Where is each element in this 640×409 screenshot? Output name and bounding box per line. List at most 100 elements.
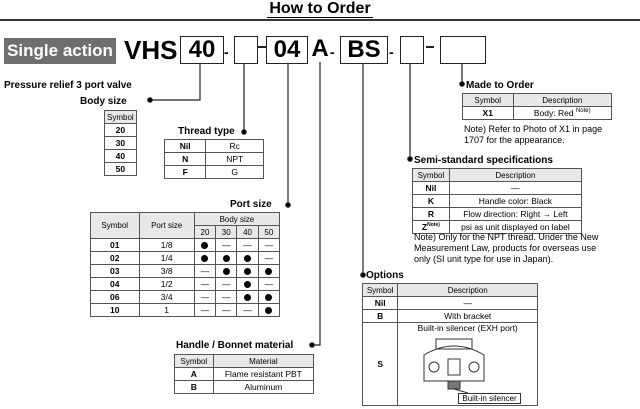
table-cell: Aluminum [212, 380, 315, 394]
table-cell: 01 [90, 238, 140, 252]
column-header: Symbol [462, 93, 514, 107]
table-cell: Body: Red Note) [512, 106, 613, 120]
series-badge: Single action [4, 38, 116, 64]
table-cell: — [257, 277, 281, 291]
column-header: Symbol [412, 168, 450, 182]
table-cell: — [215, 238, 238, 252]
table-cell [236, 251, 259, 265]
handle-material-label: Handle / Bonnet material [176, 340, 294, 351]
table-cell: — [236, 303, 259, 317]
table-cell: — [215, 290, 238, 304]
table-cell: B [174, 380, 214, 394]
table-cell: A [174, 367, 214, 381]
silencer-callout: Built-in silencer [458, 393, 521, 404]
filled-circle-icon [201, 255, 209, 263]
filled-circle-icon [244, 255, 252, 263]
table-cell: 3/4 [138, 290, 195, 304]
cell-text: Body: Red [533, 108, 574, 118]
cell-text: Built-in silencer (EXH port) [417, 323, 518, 333]
separator-line [258, 46, 266, 48]
silencer-diagram-icon [423, 338, 485, 394]
table-cell: NPT [205, 152, 264, 166]
filled-circle-icon [222, 255, 230, 263]
table-cell [236, 264, 259, 278]
table-cell: 40 [104, 149, 137, 163]
table-cell: Flame resistant PBT [212, 367, 315, 381]
table-cell: 06 [90, 290, 140, 304]
table-cell [193, 251, 217, 265]
thread-type-label: Thread type [178, 126, 235, 137]
table-cell: R [412, 207, 450, 221]
option-box: A [311, 35, 329, 62]
semi-standard-note: Note) Only for the NPT thread. Under the… [414, 232, 599, 264]
note-marker: Note) [575, 108, 591, 115]
table-cell [257, 290, 281, 304]
page-title: How to Order [267, 0, 373, 18]
valve-description: Pressure relief 3 port valve [4, 80, 132, 91]
table-cell: 02 [90, 251, 140, 265]
table-cell: 1/4 [138, 251, 195, 265]
table-cell: — [236, 238, 259, 252]
filled-circle-icon [265, 307, 273, 315]
table-cell: 03 [90, 264, 140, 278]
table-cell: psi as unit displayed on label [448, 220, 583, 234]
column-header: 50 [257, 225, 281, 239]
semi-standard-label: Semi-standard specifications [414, 155, 553, 166]
table-cell: 20 [104, 123, 137, 137]
table-cell: Handle color: Black [448, 194, 583, 208]
column-header: 40 [236, 225, 259, 239]
table-cell: K [412, 194, 450, 208]
table-cell: — [193, 277, 217, 291]
table-cell: — [257, 238, 281, 252]
filled-circle-icon [244, 281, 252, 289]
table-cell: — [215, 303, 238, 317]
table-cell: Nil [412, 181, 450, 195]
column-header: Description [448, 168, 583, 182]
thread-type-box [234, 36, 258, 64]
table-cell: Rc [205, 139, 264, 153]
table-cell [193, 238, 217, 252]
body-size-box: 40 [180, 36, 224, 64]
title-rule [0, 19, 640, 21]
options-label: Options [366, 270, 404, 281]
table-cell: 10 [90, 303, 140, 317]
body-size-label: Body size [80, 96, 127, 107]
model-prefix: VHS [124, 35, 178, 65]
table-cell [215, 264, 238, 278]
table-cell: Flow direction: Right → Left [448, 207, 583, 221]
handle-box: BS [340, 36, 388, 64]
table-cell: X1 [462, 106, 514, 120]
table-cell: Built-in silencer (EXH port) Built-in si… [397, 322, 538, 406]
cell-text: Z [421, 222, 428, 232]
table-cell [236, 277, 259, 291]
column-header: Symbol [361, 283, 399, 297]
table-cell: With bracket [397, 309, 538, 323]
table-cell: — [448, 181, 583, 195]
filled-circle-icon [201, 242, 209, 250]
column-header: Symbol [104, 110, 137, 124]
made-to-order-box [440, 36, 486, 64]
table-cell [236, 290, 259, 304]
semi-standard-box [400, 36, 424, 64]
filled-circle-icon [222, 268, 230, 276]
column-header: Symbol [174, 354, 214, 368]
note-marker: Note) [427, 222, 440, 229]
table-cell: — [193, 290, 217, 304]
column-header: 30 [215, 225, 238, 239]
body-size-table: Symbol 20 30 40 50 [104, 110, 137, 176]
table-cell: 1 [138, 303, 195, 317]
table-cell: — [215, 277, 238, 291]
table-cell: 3/8 [138, 264, 195, 278]
table-cell: ZNote) [412, 220, 450, 234]
table-cell: Nil [361, 296, 399, 310]
